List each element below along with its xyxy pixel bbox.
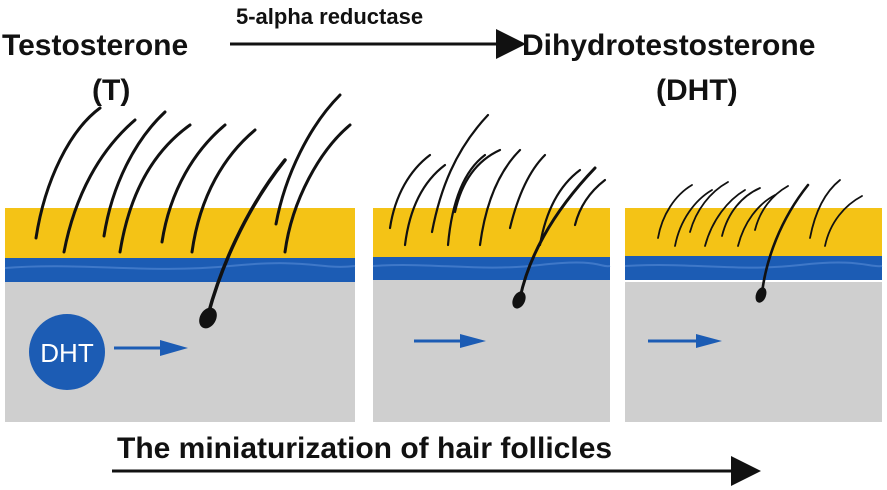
- testosterone-abbr: (T): [92, 74, 130, 107]
- panel-normal-follicle: DHT: [4, 93, 356, 422]
- dht-label: Dihydrotestosterone: [522, 29, 815, 62]
- panel-miniaturized-follicle: [624, 179, 883, 422]
- panel-shrinking-follicle: [372, 113, 611, 422]
- testosterone-label: Testosterone: [2, 29, 188, 62]
- dht-abbr: (DHT): [656, 74, 738, 107]
- caption: The miniaturization of hair follicles: [117, 432, 612, 465]
- enzyme-label: 5-alpha reductase: [236, 4, 423, 29]
- dht-badge-label: DHT: [40, 338, 94, 368]
- dht-badge: [29, 314, 105, 390]
